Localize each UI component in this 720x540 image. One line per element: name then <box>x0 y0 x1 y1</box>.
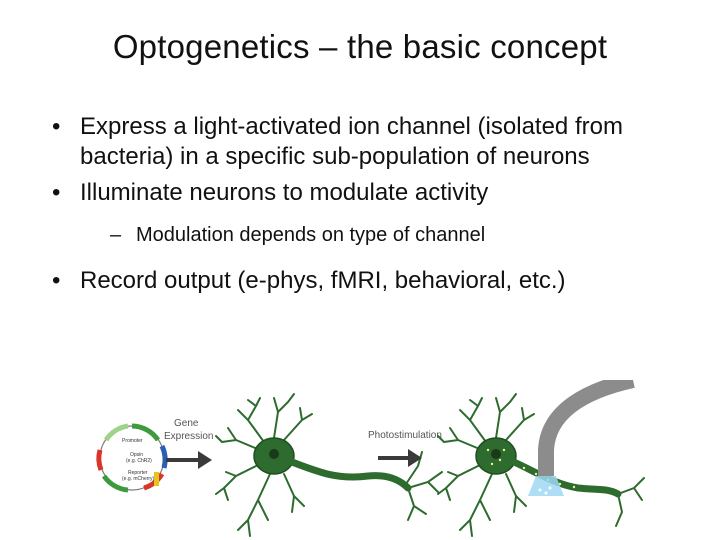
sub-bullet-text: Modulation depends on type of channel <box>136 224 486 246</box>
bullet-marker: • <box>52 179 61 206</box>
opsin-dot <box>534 472 538 476</box>
light-cone <box>528 476 564 496</box>
arrow-head <box>198 451 212 469</box>
dendrite <box>505 407 535 441</box>
dendrite <box>437 427 483 451</box>
dendrite <box>459 397 487 443</box>
sub-bullet-item-modulation: – Modulation depends on type of channel <box>110 222 692 248</box>
arrow-photostimulation: Photostimulation <box>368 430 442 467</box>
slide-title: Optogenetics – the basic concept <box>112 28 608 65</box>
plasmid-label-promoter: Promoter <box>122 438 143 444</box>
dendrite <box>459 473 493 537</box>
dendrite <box>437 463 483 501</box>
bullet-text: Record output (e-phys, fMRI, behavioral,… <box>80 267 566 294</box>
dash-marker: – <box>110 224 122 246</box>
diagram-svg: Promoter Opsin (e.g. ChR2) Reporter (e.g… <box>96 380 645 537</box>
opsin-dot <box>502 448 506 452</box>
dendrite <box>215 463 261 501</box>
optical-fiber-icon <box>528 380 635 496</box>
plasmid-label-reporter: Reporter <box>128 470 148 476</box>
label-expression: Expression <box>164 431 213 442</box>
plasmid-label-opsin-sub: (e.g. ChR2) <box>126 458 152 464</box>
plasmid-segment-promoter <box>131 423 161 442</box>
bullet-item-illuminate: • Illuminate neurons to modulate activit… <box>52 178 692 208</box>
optogenetics-diagram: Promoter Opsin (e.g. ChR2) Reporter (e.g… <box>88 380 648 540</box>
dendrite <box>273 393 295 439</box>
axon-terminal <box>407 471 443 521</box>
opsin-dot <box>522 466 526 470</box>
bullet-marker: • <box>52 113 61 140</box>
plasmid-icon: Promoter Opsin (e.g. ChR2) Reporter (e.g… <box>96 423 168 493</box>
dendrite <box>215 427 261 451</box>
opsin-dot <box>498 458 502 462</box>
light-spark <box>548 486 552 490</box>
bullet-marker: • <box>52 267 61 294</box>
neuron-icon <box>437 393 645 537</box>
light-spark <box>544 491 548 495</box>
bullet-item-record: • Record output (e-phys, fMRI, behaviora… <box>52 266 692 296</box>
dendrite <box>237 397 265 443</box>
axon-terminal <box>615 477 645 527</box>
neuron-icon <box>215 393 443 537</box>
arrow-gene-expression: Gene Expression <box>164 418 213 469</box>
bullet-text: Express a light-activated ion channel (i… <box>80 113 623 170</box>
plasmid-segment-opsin <box>159 444 168 469</box>
bullet-list: • Express a light-activated ion channel … <box>52 112 692 302</box>
plasmid-segment-yellow <box>154 472 159 486</box>
axon <box>510 458 622 498</box>
plasmid-label-reporter-sub: (e.g. mCherry) <box>122 476 155 482</box>
plasmid-segment-green <box>101 474 129 493</box>
dendrite <box>283 407 313 441</box>
dendrite <box>283 473 305 513</box>
nucleus <box>269 449 279 459</box>
bullet-text: Illuminate neurons to modulate activity <box>80 179 489 206</box>
dendrite <box>505 473 527 513</box>
opsin-dot <box>490 462 494 466</box>
light-spark <box>538 488 542 492</box>
plasmid-label-opsin: Opsin <box>130 452 143 458</box>
dendrite <box>495 393 517 439</box>
bullet-item-express: • Express a light-activated ion channel … <box>52 112 692 172</box>
opsin-dot <box>572 485 576 489</box>
plasmid-segment-red <box>96 449 104 471</box>
label-photostimulation: Photostimulation <box>368 430 442 441</box>
plasmid-segment-lightgreen <box>103 423 129 442</box>
nucleus <box>491 449 501 459</box>
arrow-head <box>408 449 422 467</box>
fiber-cable <box>538 380 635 476</box>
axon <box>288 458 412 492</box>
opsin-dot <box>486 448 490 452</box>
axon-terminal <box>405 451 423 485</box>
label-gene: Gene <box>174 418 199 429</box>
dendrite <box>237 473 271 537</box>
